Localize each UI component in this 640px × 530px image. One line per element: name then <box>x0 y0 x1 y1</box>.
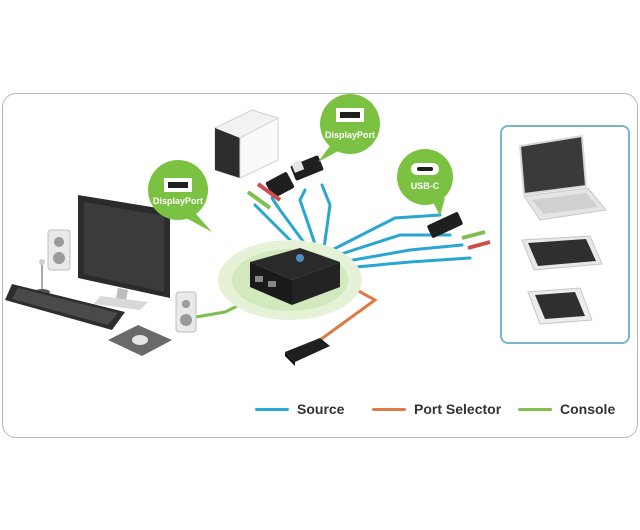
legend-port-selector: Port Selector <box>372 398 501 420</box>
speaker-left <box>47 229 71 271</box>
audio-plugs-left <box>246 182 282 210</box>
speaker-right <box>175 291 197 333</box>
usb-c-bubble: USB-C <box>397 149 453 216</box>
tablet <box>521 235 603 271</box>
legend-label-port-selector: Port Selector <box>414 401 502 417</box>
mouse-pad <box>108 325 172 356</box>
monitor <box>78 195 170 310</box>
laptop <box>518 134 607 221</box>
keyboard <box>5 284 125 330</box>
port-selector-remote <box>285 338 330 366</box>
displayport-label-top: DisplayPort <box>325 130 375 140</box>
legend-console: Console <box>518 398 615 420</box>
desktop-computer <box>214 109 279 179</box>
smartphone <box>527 287 593 325</box>
legend-swatch-port-selector <box>372 407 406 411</box>
kvm-switch <box>218 240 362 320</box>
audio-plugs-right <box>461 230 491 250</box>
displayport-bubble-top: DisplayPort <box>318 94 380 162</box>
usb-c-connector <box>427 212 463 238</box>
legend-swatch-source <box>255 407 289 411</box>
displayport-connector-left <box>265 172 295 198</box>
legend-source: Source <box>255 398 344 420</box>
displayport-bubble-left: DisplayPort <box>148 160 212 232</box>
usb-c-label: USB-C <box>411 181 440 191</box>
source-cables <box>253 183 472 270</box>
displayport-connector-top <box>290 155 324 181</box>
legend-label-source: Source <box>297 401 345 417</box>
legend-swatch-console <box>518 407 552 411</box>
legend-label-console: Console <box>560 401 616 417</box>
displayport-label-left: DisplayPort <box>153 196 203 206</box>
